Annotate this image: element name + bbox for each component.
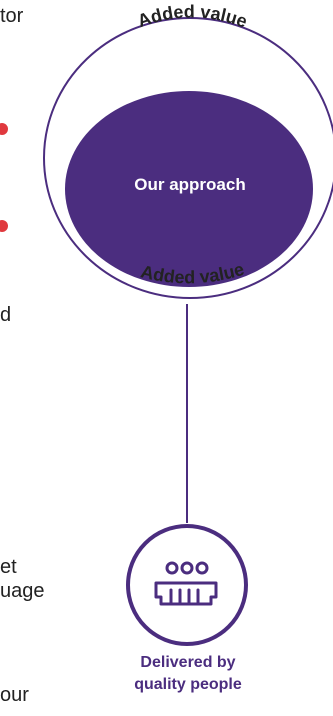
- outer-ring: [43, 17, 333, 299]
- delivered-by-quality-people-label: Delivered by quality people: [118, 652, 258, 696]
- people-circle: [126, 524, 248, 646]
- added-value-top-label: Added value: [135, 1, 250, 31]
- inner-approach-circle: [65, 91, 313, 287]
- accent-dot-bottom: [0, 220, 8, 232]
- accent-dot-top: [0, 123, 8, 135]
- people-label-line-2: quality people: [134, 676, 242, 693]
- our-approach-label: Our approach: [134, 175, 246, 194]
- people-label-line-1: Delivered by: [140, 654, 236, 671]
- left-text-fragment-5: our: [0, 684, 29, 706]
- left-text-fragment-4: uage: [0, 580, 45, 602]
- people-group-icon: [154, 561, 218, 606]
- left-text-fragment-1: tor: [0, 5, 24, 27]
- left-text-fragment-2: d: [0, 304, 12, 326]
- left-text-fragment-3: et: [0, 556, 17, 578]
